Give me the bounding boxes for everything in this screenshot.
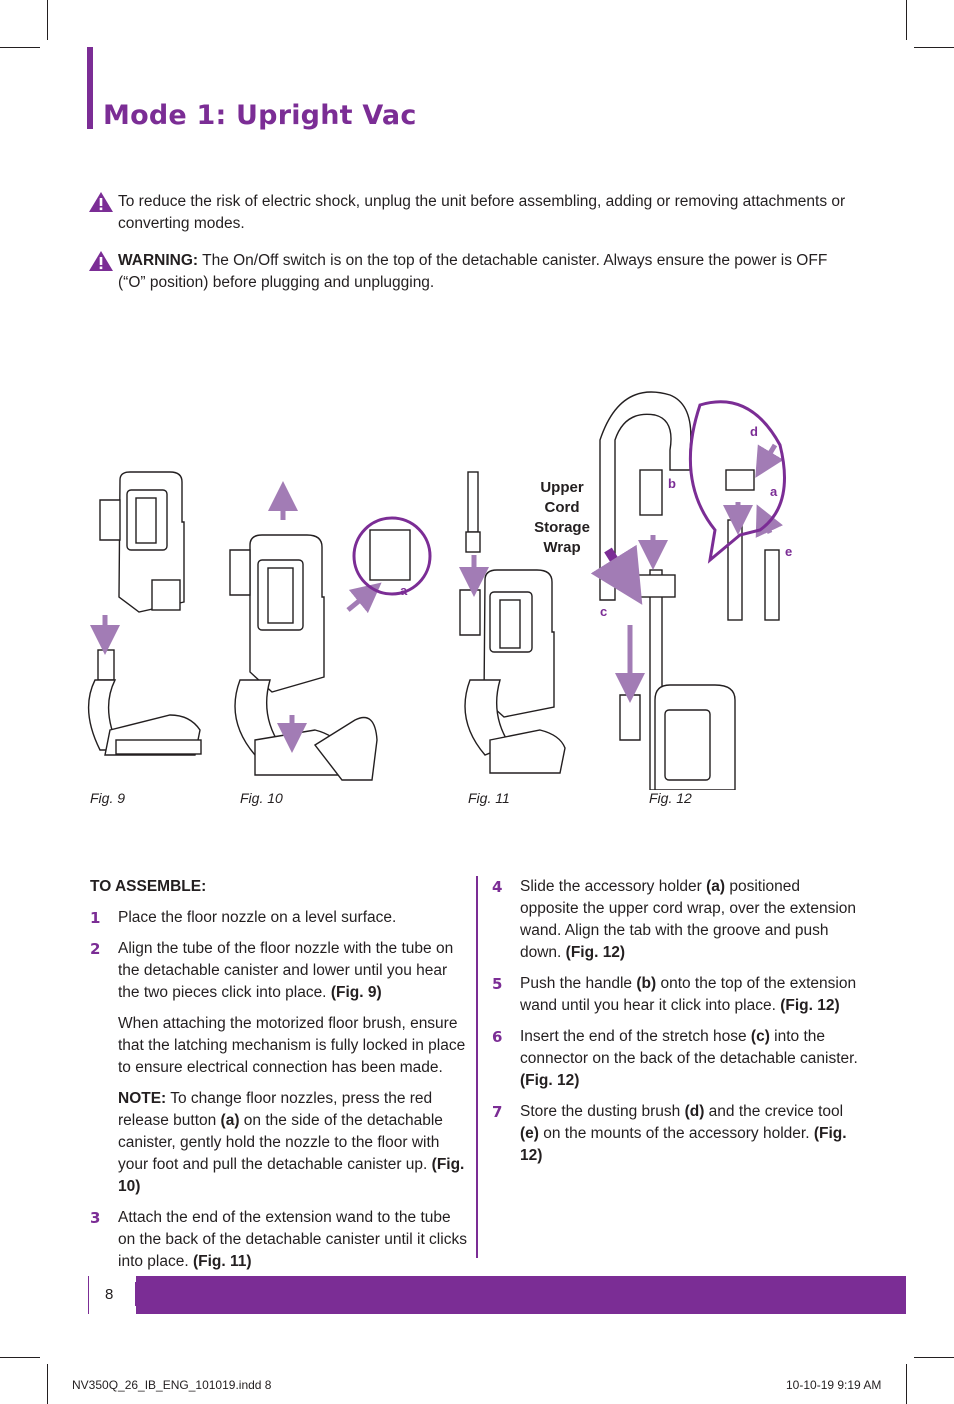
warning-text: To reduce the risk of electric shock, un… [118, 193, 846, 232]
fig9-vacuum-drawing [87, 471, 202, 756]
step-number: 3 [90, 1209, 101, 1227]
slug-filename: NV350Q_26_IB_ENG_101019.indd 8 [72, 1378, 272, 1392]
callout-upper-cord-1: Upper [540, 479, 584, 496]
slug-date: 10-10-19 9:19 AM [786, 1378, 882, 1392]
assembly-instructions-right: 4 Slide the accessory holder (a) positio… [492, 876, 862, 1176]
title-accent-bar [87, 47, 93, 129]
warning-icon [89, 251, 113, 271]
figure-ref: (Fig. 10) [118, 1156, 465, 1195]
figure-caption: Fig. 11 [468, 790, 510, 806]
callout-c: c [600, 604, 607, 619]
page-footer-bar: 8 [88, 1276, 906, 1314]
callout-e: e [785, 544, 792, 559]
fig10-vacuum-drawing [229, 517, 431, 781]
figure-ref: (Fig. 12) [780, 997, 840, 1014]
warning-text: The On/Off switch is on the top of the d… [118, 252, 828, 291]
page-number: 8 [105, 1286, 114, 1303]
assembly-instructions-left: TO ASSEMBLE: 1 Place the floor nozzle on… [90, 876, 470, 1282]
step-number: 6 [492, 1028, 503, 1046]
footer-divider [135, 1282, 137, 1306]
step-6: 6 Insert the end of the stretch hose (c)… [492, 1028, 858, 1089]
step-number: 4 [492, 878, 503, 896]
crop-mark [0, 47, 40, 48]
step-number: 5 [492, 975, 503, 993]
shock-warning: To reduce the risk of electric shock, un… [88, 191, 848, 235]
callout-upper-cord-4: Wrap [543, 539, 580, 556]
callout-a-fig12: a [770, 484, 778, 499]
crop-mark [906, 0, 907, 40]
callout-a-fig10: a [400, 583, 408, 598]
step-number: 2 [90, 940, 101, 958]
figure-ref: (Fig. 12) [520, 1125, 847, 1164]
crop-mark [0, 1357, 40, 1358]
section-heading: TO ASSEMBLE: [90, 878, 207, 895]
callout-b: b [668, 476, 676, 491]
figure-ref: (Fig. 9) [330, 984, 382, 1001]
step-2: 2 Align the tube of the floor nozzle wit… [90, 938, 470, 1004]
step-text: Attach the end of the extension wand to … [118, 1209, 467, 1270]
figure-caption: Fig. 9 [90, 790, 126, 806]
crop-mark [914, 1357, 954, 1358]
nozzle-note: NOTE: To change floor nozzles, press the… [118, 1090, 465, 1195]
callout-upper-cord-3: Storage [534, 519, 590, 536]
motorized-note: When attaching the motorized floor brush… [118, 1015, 466, 1076]
step-4: 4 Slide the accessory holder (a) positio… [492, 878, 857, 961]
crop-mark [47, 1364, 48, 1404]
page-number-box: 8 [88, 1276, 136, 1314]
crop-mark [914, 47, 954, 48]
column-divider [476, 876, 478, 1258]
step-text: Place the floor nozzle on a level surfac… [118, 909, 397, 926]
note-label: NOTE: [118, 1090, 167, 1107]
callout-upper-cord-2: Cord [545, 499, 580, 516]
figure-ref: (Fig. 12) [520, 1072, 580, 1089]
figure-caption: Fig. 10 [240, 790, 283, 806]
step-number: 7 [492, 1103, 503, 1121]
step-text: Align the tube of the floor nozzle with … [118, 940, 454, 1001]
fig12-vacuum-drawing [599, 391, 786, 790]
assembly-illustrations: a Upper Cord Storage Wrap b c d a e [87, 391, 792, 790]
warning-icon [89, 192, 113, 212]
figure-ref: (Fig. 11) [192, 1253, 252, 1270]
figure-ref: (Fig. 12) [565, 944, 626, 961]
step-number: 1 [90, 909, 101, 927]
step-3: 3 Attach the end of the extension wand t… [90, 1207, 470, 1273]
step-1: 1 Place the floor nozzle on a level surf… [90, 907, 470, 929]
step-5: 5 Push the handle (b) onto the top of th… [492, 975, 857, 1014]
callout-d: d [750, 424, 758, 439]
step-7: 7 Store the dusting brush (d) and the cr… [492, 1103, 847, 1164]
crop-mark [47, 0, 48, 40]
power-warning: WARNING: The On/Off switch is on the top… [88, 250, 848, 294]
warning-label: WARNING: [118, 252, 199, 269]
crop-mark [906, 1364, 907, 1404]
page-title: Mode 1: Upright Vac [103, 100, 417, 131]
fig11-vacuum-drawing [459, 471, 566, 774]
figure-caption: Fig. 12 [649, 790, 692, 806]
